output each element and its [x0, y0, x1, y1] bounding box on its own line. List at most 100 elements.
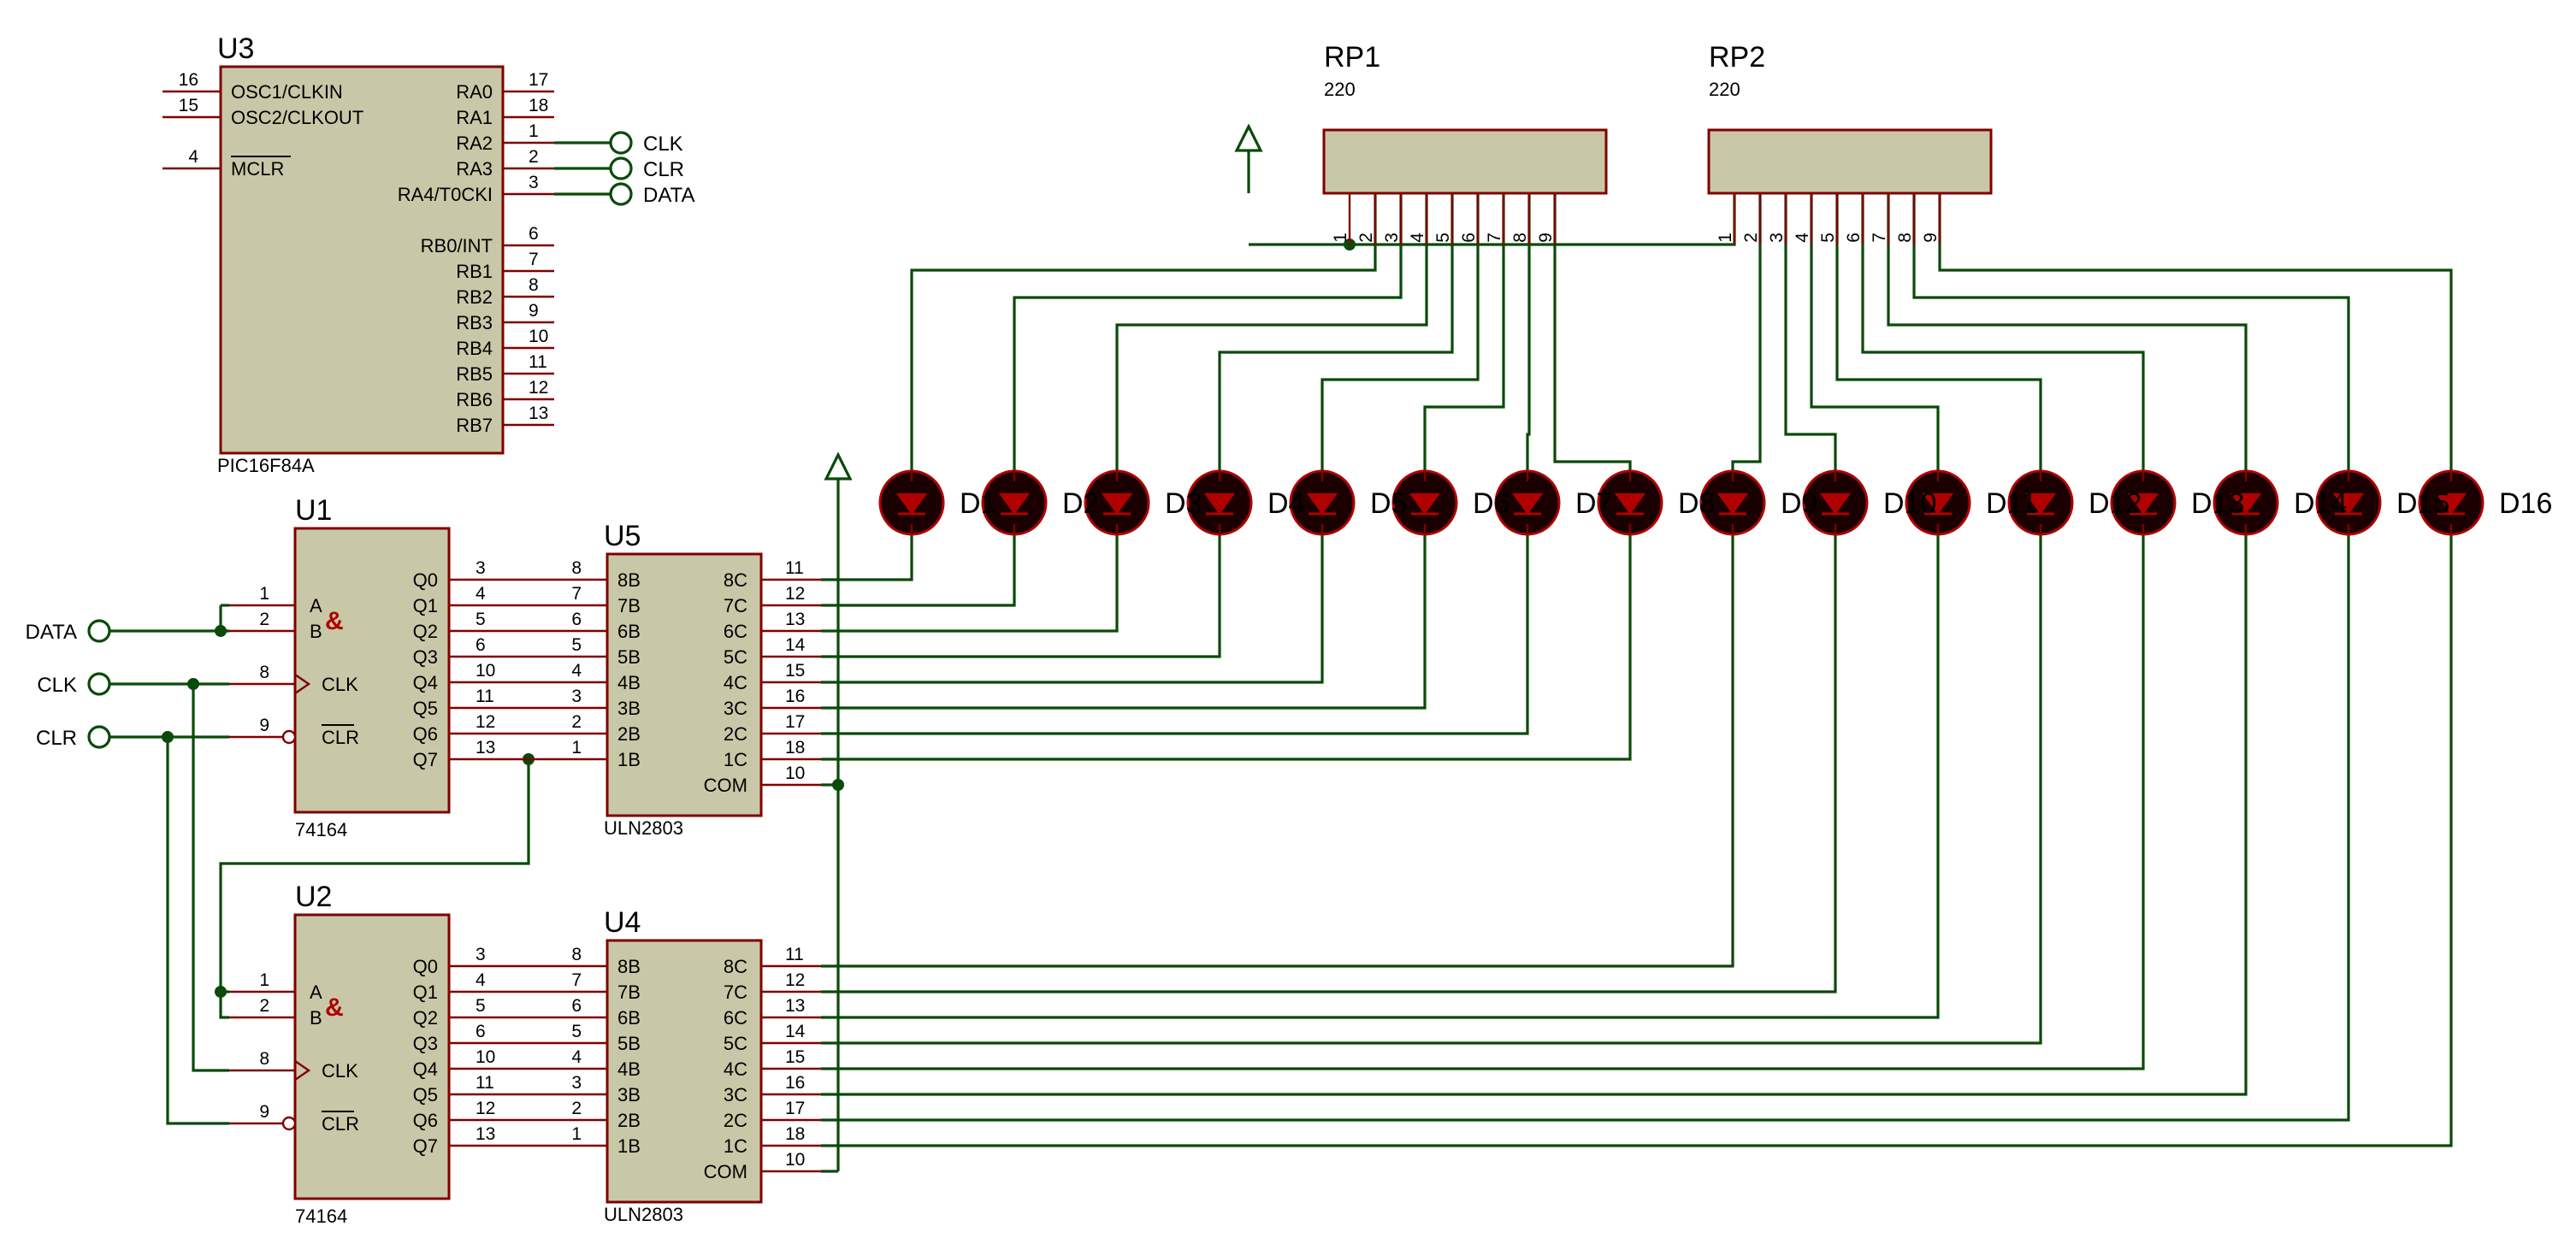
register-output-label: Q4 [413, 1058, 438, 1080]
terminal-icon [87, 725, 111, 749]
driver-input-label: 3B [617, 698, 641, 719]
driver-output-label: 5C [724, 1033, 747, 1054]
driver-output-num: 17 [785, 1099, 805, 1118]
u3-pin-label: RA3 [456, 158, 493, 180]
register-output-label: Q1 [413, 595, 438, 616]
clock-triangle-icon [294, 674, 311, 694]
register-pin-label: B [310, 1007, 322, 1029]
driver-input-label: 5B [617, 646, 641, 668]
driver-output-num: 18 [785, 738, 805, 758]
diode-symbol [1819, 492, 1852, 515]
driver-input-label: 6B [617, 621, 641, 642]
driver-to-led-wire [821, 534, 1837, 993]
led-label: D6 [1473, 487, 1510, 520]
u3-pin-label: RB7 [456, 415, 493, 436]
led-label: D12 [2089, 487, 2142, 520]
u3-pin-label: RA2 [456, 133, 493, 154]
driver-output-num: 12 [785, 970, 805, 990]
driver-input-label: 1B [617, 749, 641, 770]
shift-register-body [293, 527, 451, 814]
register-pin-label: CLK [322, 1060, 358, 1082]
resistor-pack-value: 220 [1709, 79, 1740, 100]
driver-output-label: COM [704, 1161, 747, 1182]
rp2-to-led-wire [1861, 193, 2145, 471]
driver-output-label: 1C [724, 1135, 747, 1157]
u3-body [219, 65, 505, 455]
rp1-to-led-wire [1013, 193, 1403, 471]
driver-input-num: 4 [571, 661, 582, 681]
u3-pin-num: 10 [529, 327, 548, 346]
u3-pin-label: RA0 [456, 81, 493, 103]
u3-pin-num: 11 [529, 352, 547, 372]
rp1-to-led-wire [1218, 193, 1454, 471]
driver-output-label: COM [704, 775, 747, 796]
register-output-label: Q1 [413, 982, 438, 1003]
driver-to-led-wire [821, 534, 2145, 1070]
diode-symbol [1101, 492, 1133, 515]
register-part: 74164 [295, 819, 347, 840]
led-label: D9 [1781, 487, 1817, 520]
driver-output-num: 11 [785, 558, 804, 578]
driver-output-num: 14 [785, 635, 806, 655]
driver-output-num: 13 [785, 996, 805, 1016]
diode-symbol [2332, 492, 2365, 515]
driver-refdes: U4 [604, 906, 641, 939]
led-label: D3 [1165, 487, 1202, 520]
u3-pin-label: RB5 [456, 363, 493, 385]
driver-output-num: 16 [785, 1073, 805, 1093]
register-pin-label: A [310, 595, 322, 616]
driver-input-num: 3 [571, 1073, 582, 1093]
u3-pin-label: RB1 [456, 261, 493, 282]
driver-body [606, 552, 763, 817]
resistor-pack-pin-num: 1 [1331, 233, 1350, 243]
resistor-pack-pin-num: 4 [1793, 233, 1812, 243]
register-output-num: 5 [476, 610, 486, 629]
driver-input-num: 6 [571, 610, 582, 629]
clock-triangle-icon [294, 1060, 311, 1081]
rp1-to-led-wire [1526, 193, 1531, 471]
u3-pin-num: 9 [529, 301, 539, 321]
led-label: D14 [2294, 487, 2347, 520]
inverter-bubble-icon [281, 729, 297, 745]
register-output-num: 4 [476, 584, 486, 604]
junction-dot [215, 986, 227, 998]
driver-input-label: 7B [617, 595, 641, 616]
driver-input-label: 1B [617, 1135, 641, 1157]
rp1-to-led-wire [1115, 193, 1428, 471]
register-output-num: 3 [476, 558, 486, 578]
diode-symbol [2230, 492, 2262, 515]
driver-output-label: 3C [724, 698, 747, 719]
driver-input-num: 1 [571, 1124, 582, 1144]
driver-to-led-wire [821, 534, 1427, 710]
register-output-label: Q3 [413, 646, 438, 668]
register-output-label: Q6 [413, 723, 438, 745]
register-output-num: 10 [476, 1047, 495, 1067]
driver-input-num: 6 [571, 996, 582, 1016]
diode-symbol [998, 492, 1031, 515]
driver-to-led-wire [821, 534, 1632, 761]
resistor-pack-pin-num: 6 [1844, 233, 1864, 243]
terminal-label: CLR [643, 158, 684, 181]
components-layer [87, 65, 2484, 1204]
diode-symbol [1614, 492, 1646, 515]
driver-input-num: 8 [571, 558, 582, 578]
driver-to-led-wire [821, 534, 2248, 1096]
driver-to-led-wire [821, 534, 1016, 607]
driver-output-label: 1C [724, 749, 747, 770]
driver-input-num: 1 [571, 738, 582, 758]
resistor-pack-pin-num: 2 [1356, 233, 1376, 243]
input-label: CLK [37, 674, 77, 697]
register-pin-num: 2 [259, 610, 269, 629]
resistor-pack-pin-num: 8 [1895, 233, 1915, 243]
u3-pin-label: RB4 [456, 338, 493, 359]
resistor-pack-pin-num: 7 [1485, 233, 1504, 243]
driver-to-led-wire [821, 534, 2350, 1122]
register-output-num: 11 [476, 687, 494, 706]
u3-pin-label: MCLR [231, 158, 284, 180]
driver-input-label: 8B [617, 569, 641, 591]
register-output-label: Q3 [413, 1033, 438, 1054]
u3-pin-num: 17 [529, 70, 548, 90]
resistor-pack-pin-num: 1 [1716, 233, 1735, 243]
register-output-label: Q2 [413, 1007, 438, 1029]
driver-output-label: 4C [724, 672, 747, 693]
